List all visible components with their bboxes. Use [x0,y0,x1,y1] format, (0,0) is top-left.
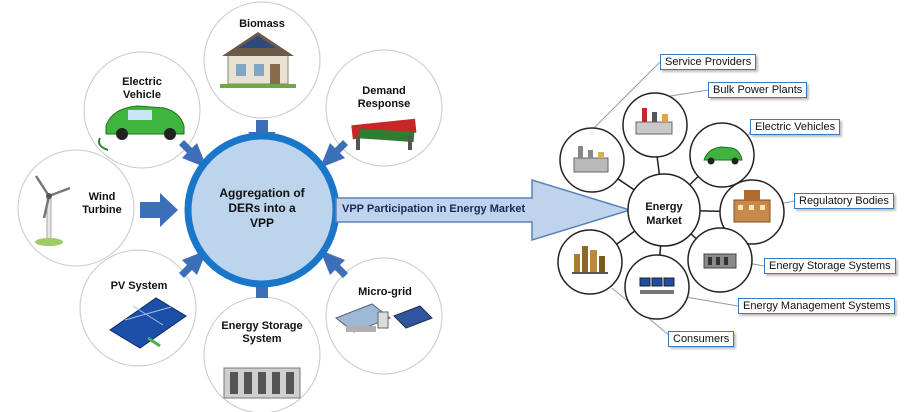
participant-box-service-providers: Service Providers [660,54,757,70]
participant-box-consumers: Consumers [668,331,735,347]
city-skyline-icon [572,246,608,274]
flow-arrow [335,178,633,242]
green-car-icon [98,105,185,151]
storage-unit-icon [703,253,737,269]
flow-arrow-label: VPP Participation in Energy Market [342,203,526,215]
der-icons [34,32,433,399]
microgrid-plant-icon [334,303,433,333]
market-label: Energy Market [631,200,697,228]
control-room-icon [639,277,675,294]
market-cluster [557,61,795,337]
green-car-icon [703,146,743,165]
house-solar-icon [220,32,296,88]
hub-label: Aggregation of DERs into a VPP [205,186,319,231]
participant-circle-energy-management-systems [624,254,690,320]
der-label-demand-response: Demand Response [357,85,411,110]
arrow-from-electric-vehicle [179,140,207,168]
demand-supply-sign-icon [351,118,417,150]
der-label-electric-vehicle: Electric Vehicle [122,76,162,101]
der-label-wind-turbine: Wind Turbine [82,191,122,216]
arrow-from-pv-system [179,250,207,278]
der-label-biomass: Biomass [239,18,285,30]
der-label-pv-system: PV System [110,280,168,292]
hub-label-line-1: Aggregation of [219,186,305,200]
wind-turbine-icon [34,175,71,246]
participant-box-electric-vehicles: Electric Vehicles [750,119,841,135]
participant-box-bulk-power-plants: Bulk Power Plants [708,82,808,98]
market-circle [627,173,701,247]
factory-icon [573,146,609,173]
der-label-micro-grid: Micro-grid [358,286,412,298]
office-building-icon [733,190,771,223]
battery-container-icon [223,367,301,399]
der-label-energy-storage: Energy Storage System [221,320,303,345]
arrow-from-micro-grid [320,250,348,278]
market-label-line-2: Market [646,215,682,227]
arrow-from-demand-response [320,140,348,168]
der-circle-pv-system [79,249,197,367]
participant-box-energy-storage-systems: Energy Storage Systems [764,258,896,274]
hub-label-line-2: DERs into a [228,201,296,215]
market-label-line-1: Energy [645,201,683,213]
participant-box-energy-management-systems: Energy Management Systems [738,298,896,314]
solar-panel-icon [109,297,187,349]
hub-label-line-3: VPP [249,216,274,230]
participant-box-regulatory-bodies: Regulatory Bodies [794,193,894,209]
arrow-from-wind-turbine [140,193,178,227]
power-plant-icon [635,108,673,135]
